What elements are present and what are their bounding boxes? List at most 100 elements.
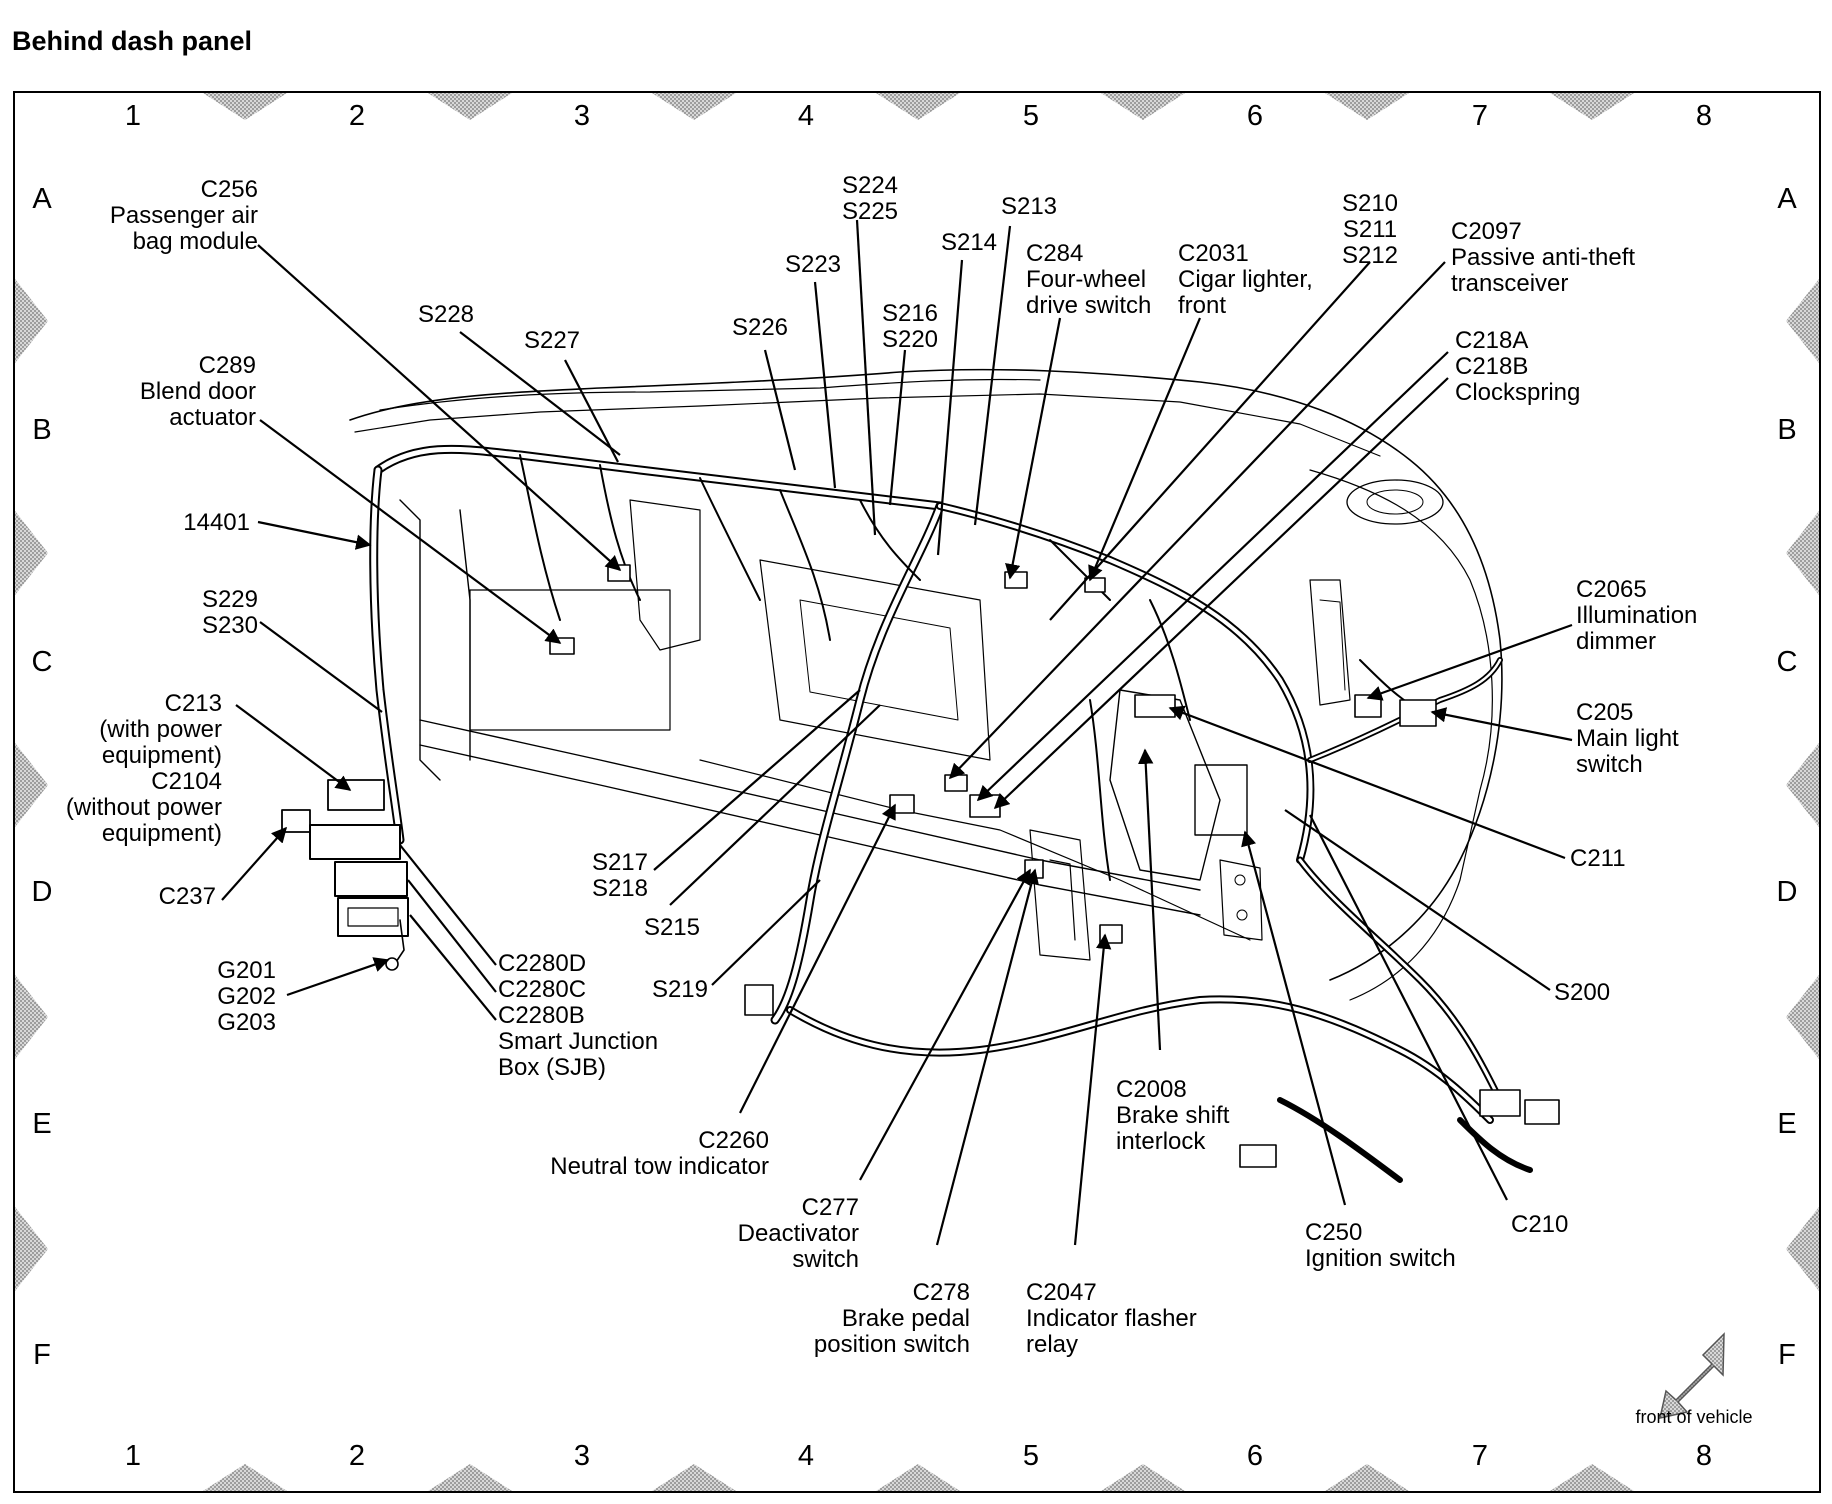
leader-g201 [286,957,390,997]
grid-divider-marker-bottom [652,1464,736,1491]
callout-s223: S223 [785,251,841,278]
grid-column-label-bottom: 6 [1247,1440,1263,1472]
leader-c2031 [1088,317,1202,582]
grid-column-label-bottom: 3 [574,1440,590,1472]
grid-row-label-left: C [32,646,53,678]
harness-bottom-tail [1277,1097,1533,1183]
leader-s226 [763,349,797,471]
callout-line: Four-wheel [1026,266,1146,293]
leader-c2065 [1366,623,1573,701]
callout-line: C2280D [498,950,586,977]
leader-s210 [1049,261,1371,621]
callout-line: C211 [1570,845,1626,872]
callout-line: switch [792,1246,859,1273]
windshield-ledge [379,378,1041,411]
callout-line: front [1178,292,1226,319]
callout-s213: S213 [1001,193,1057,220]
leader-c210 [1309,814,1508,1201]
leader-s217 [653,689,861,871]
callout-line: Brake shift [1116,1102,1230,1129]
callout-line: C2097 [1451,218,1522,245]
connector-deactivator [744,984,774,1016]
grid-column-label-bottom: 7 [1472,1440,1488,1472]
leader-s227 [564,359,619,463]
callout-line: switch [1576,751,1643,778]
callout-line: Cigar lighter, [1178,266,1313,293]
grid-divider-marker-top [652,93,736,120]
sjb-body-2 [334,861,408,897]
grid-divider-marker-top [1325,93,1409,120]
grid-divider-marker-right [1786,1207,1819,1291]
grid-row-label-right: F [1778,1339,1796,1371]
front-arrow-icon [1659,1332,1725,1419]
callout-line: drive switch [1026,292,1151,319]
grid-column-label-top: 4 [798,100,814,132]
callout-line: S210 [1342,190,1398,217]
steering-column [1109,689,1221,881]
callout-line: S211 [1343,216,1397,243]
callout-line: S226 [732,314,788,341]
grid-divider-marker-top [1101,93,1185,120]
leader-c213 [235,704,352,791]
callout-line: S229 [202,586,258,613]
leader-14401 [257,520,372,550]
grid-row-label-left: A [32,183,52,215]
grid-divider-marker-right [1786,279,1819,363]
callout-line: Brake pedal [842,1305,970,1332]
callout-line: C250 [1305,1219,1362,1246]
grid-divider-marker-right [1786,511,1819,595]
leader-c218a [976,351,1449,802]
grid-row-label-right: D [1777,876,1798,908]
grid-row-label-left: F [33,1339,51,1371]
callout-line: S223 [785,251,841,278]
callout-s226: S226 [732,314,788,341]
callout-s227: S227 [524,327,580,354]
dash-top-edge [354,393,1381,457]
callout-line: Smart Junction [498,1028,658,1055]
center-stack-inner [799,599,959,721]
connector-e-tail [1239,1144,1277,1168]
callout-line: Clockspring [1455,379,1580,406]
grid-column-label-top: 2 [349,100,365,132]
callout-line: (without power [66,794,222,821]
callout-line: C205 [1576,699,1633,726]
grid-divider-marker-right [1786,743,1819,827]
callout-line: S220 [882,326,938,353]
callout-line: Deactivator [738,1220,859,1247]
grid-row-label-right: C [1777,646,1798,678]
harness-left-drop-fill [371,467,403,843]
right-bracket-2 [1319,599,1346,691]
callout-line: G201 [217,957,276,984]
callout-line: actuator [169,404,256,431]
callout-line: C218A [1455,327,1528,354]
callout-line: S230 [202,612,258,639]
callout-line: C2065 [1576,576,1647,603]
leader-s216 [888,349,907,506]
grid-column-label-top: 6 [1247,100,1263,132]
grid-divider-marker-bottom [1550,1464,1634,1491]
dash-panel-illustration [281,368,1560,1183]
leader-lines [221,219,1573,1246]
grid-divider-marker-left [15,1207,48,1291]
grid-divider-marker-bottom [428,1464,512,1491]
column-bracket [1219,859,1263,941]
callout-line: Indicator flasher [1026,1305,1197,1332]
front-of-vehicle-indicator: front of vehicle [1635,1332,1753,1427]
connector-c2047 [1099,924,1123,944]
dash-outline [349,368,1503,981]
pedal-bracket [1029,829,1091,961]
leader-c2008 [1138,748,1162,1051]
right-vent-outer [1346,479,1444,525]
grid-row-label-right: A [1777,183,1797,215]
callout-line: C284 [1026,240,1083,267]
